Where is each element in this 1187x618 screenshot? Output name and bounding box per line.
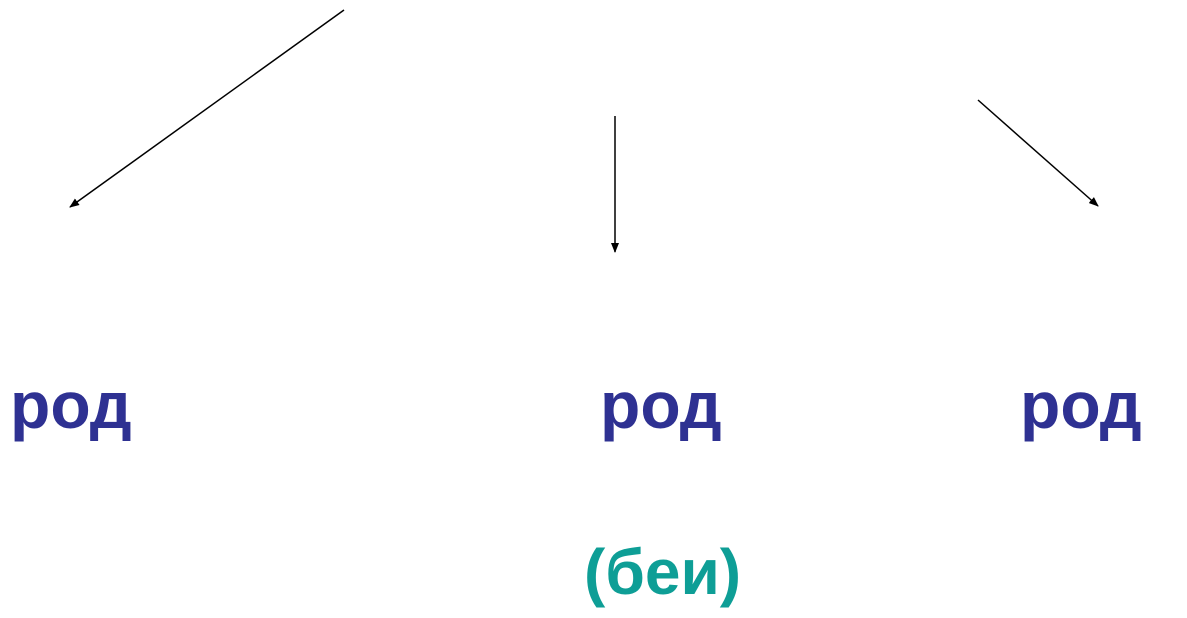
arrow-left [69,9,345,208]
word-note: (беи) [584,536,742,608]
word-center: род [600,368,722,442]
arrow-right [977,99,1099,207]
word-left: род [10,368,132,442]
word-right: род [1020,368,1142,442]
